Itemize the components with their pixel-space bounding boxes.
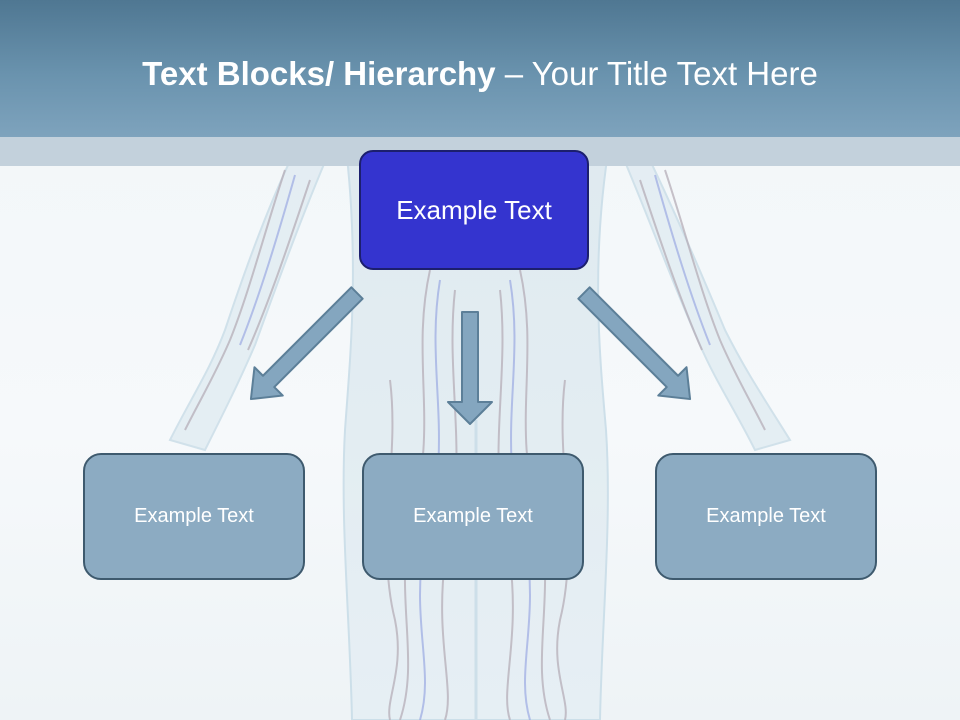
child-text-block-middle[interactable]: Example Text — [362, 453, 584, 580]
child-text-block-left[interactable]: Example Text — [83, 453, 305, 580]
slide-title-bold: Text Blocks/ Hierarchy — [142, 55, 496, 92]
top-text-block-label: Example Text — [396, 194, 552, 225]
arrow-middle — [447, 311, 493, 425]
title-band — [0, 0, 960, 137]
child-text-block-label: Example Text — [413, 505, 533, 527]
arrow-left — [249, 286, 364, 401]
child-text-block-label: Example Text — [706, 505, 826, 527]
child-text-block-label: Example Text — [134, 505, 254, 527]
arrow-right — [577, 286, 692, 401]
top-text-block[interactable]: Example Text — [359, 150, 589, 270]
slide-title: Text Blocks/ Hierarchy – Your Title Text… — [0, 52, 960, 96]
slide-title-rest: – Your Title Text Here — [495, 55, 818, 92]
child-text-block-right[interactable]: Example Text — [655, 453, 877, 580]
